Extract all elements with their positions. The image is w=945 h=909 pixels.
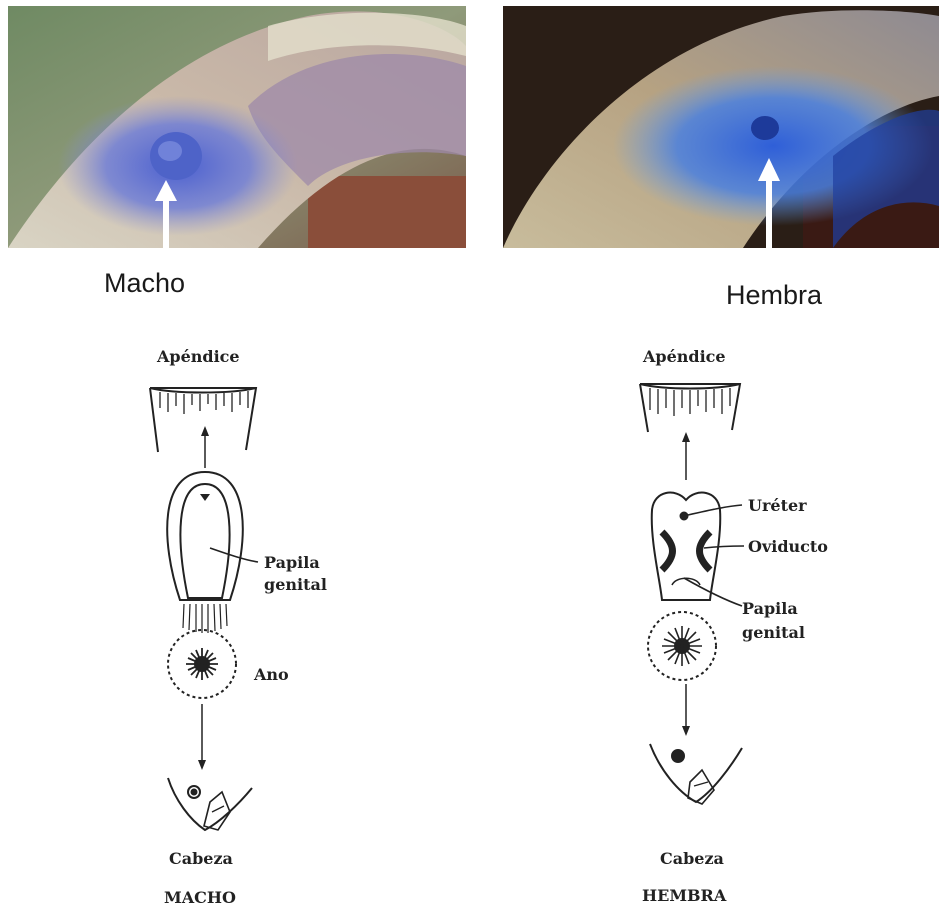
female-ureter-label: Uréter — [748, 496, 807, 515]
female-photo-caption: Hembra — [726, 280, 822, 311]
female-oviduct-label: Oviducto — [748, 537, 828, 556]
female-papilla-label-2: genital — [742, 623, 805, 642]
female-appendix-shape — [640, 384, 740, 432]
male-appendix-shape — [150, 388, 256, 452]
female-head-shape — [650, 744, 742, 804]
female-appendix-label: Apéndice — [642, 347, 726, 366]
male-diagram: Apéndice — [150, 347, 327, 907]
female-genital-papilla — [652, 493, 721, 600]
male-anus — [168, 630, 236, 698]
female-diagram: Apéndice — [640, 347, 828, 905]
male-head-label: Cabeza — [169, 849, 233, 868]
male-papilla-label-1: Papila — [264, 553, 320, 572]
female-head-label: Cabeza — [660, 849, 724, 868]
anatomy-diagrams: Apéndice — [0, 320, 945, 909]
male-appendix-label: Apéndice — [156, 347, 240, 366]
male-anus-label: Ano — [253, 665, 289, 684]
female-papilla-label-1: Papila — [742, 599, 798, 618]
female-fish-photo — [503, 6, 939, 248]
male-genital-papilla — [167, 472, 243, 633]
male-papilla-label-2: genital — [264, 575, 327, 594]
male-photo-caption: Macho — [104, 268, 185, 299]
male-head-shape — [168, 778, 252, 830]
female-title: HEMBRA — [642, 886, 727, 905]
female-anus — [648, 612, 716, 680]
male-fish-photo — [8, 6, 466, 248]
male-title: MACHO — [164, 888, 236, 907]
